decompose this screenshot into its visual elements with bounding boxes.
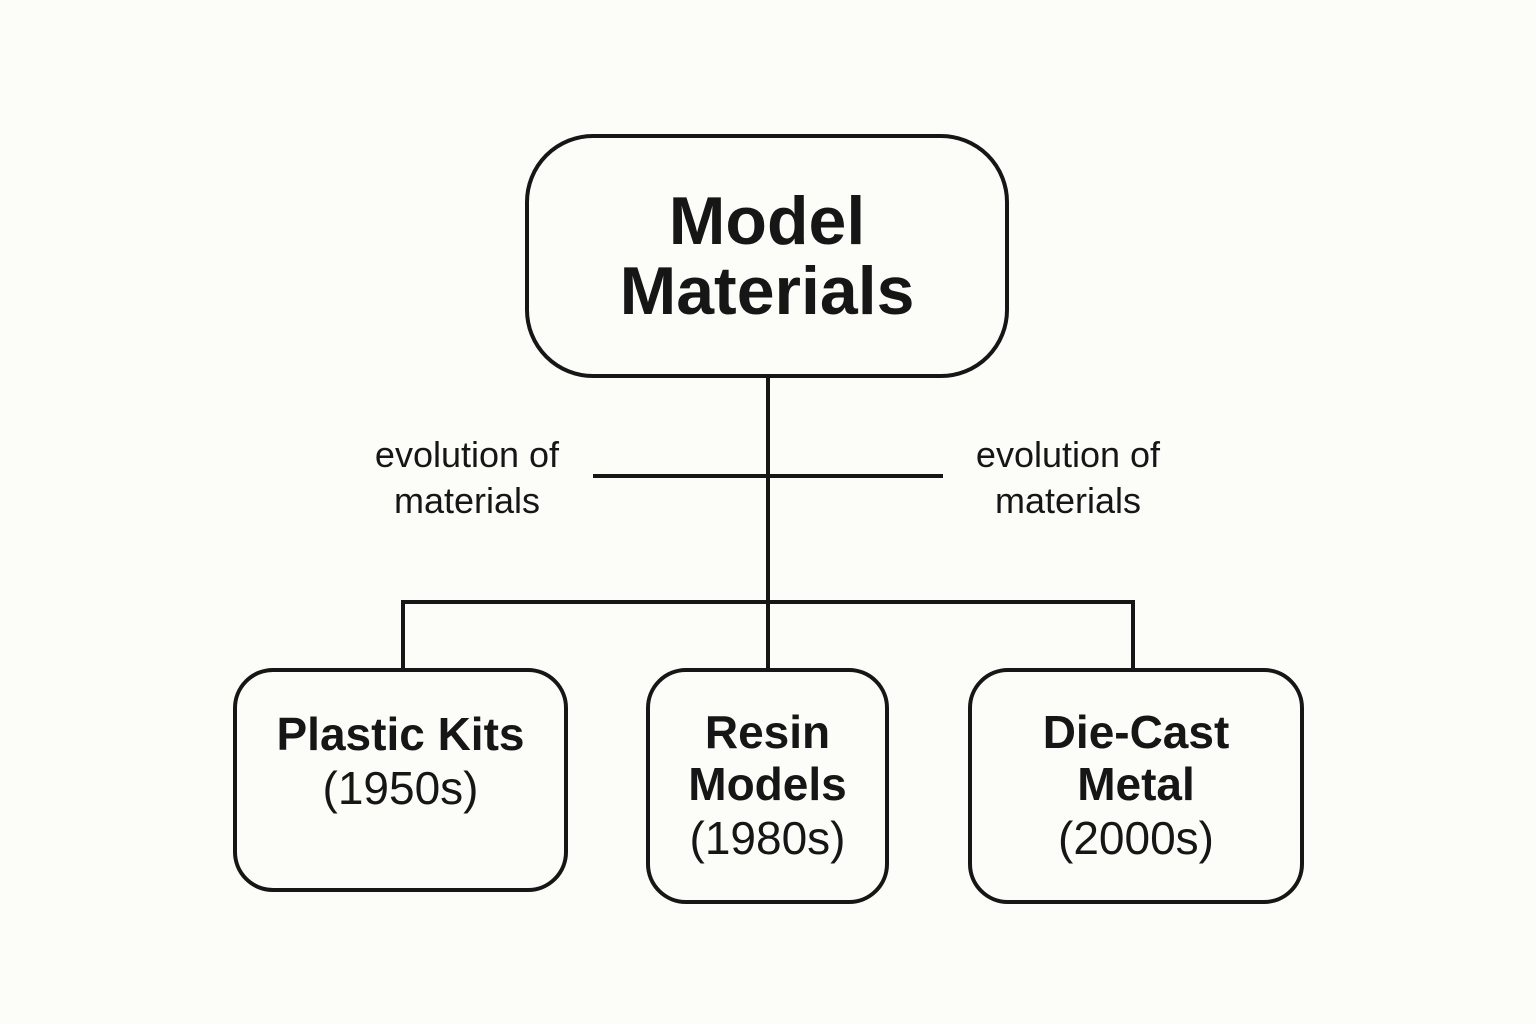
child-period: (1980s) bbox=[689, 812, 846, 864]
child-period: (1950s) bbox=[322, 762, 479, 814]
child-node-die-cast-metal: Die-Cast Metal (2000s) bbox=[968, 668, 1304, 904]
edge-label-right-line-2: materials bbox=[994, 480, 1142, 521]
edge-label-right-line-1: evolution of bbox=[975, 434, 1161, 475]
root-title-line-2: Materials bbox=[619, 253, 915, 329]
edge-label-left: evolution of materials bbox=[337, 432, 597, 524]
child-period: (2000s) bbox=[1058, 812, 1214, 864]
edge-label-left-line-2: materials bbox=[393, 480, 541, 521]
child-name-line-1: Resin bbox=[704, 706, 831, 758]
child-name-line-2: Models bbox=[688, 758, 847, 810]
child-name-line-1: Plastic Kits bbox=[276, 708, 525, 760]
child-name-line-2: Metal bbox=[1077, 758, 1195, 810]
edge-label-left-line-1: evolution of bbox=[374, 434, 560, 475]
edge-label-right: evolution of materials bbox=[938, 432, 1198, 524]
root-node-model-materials: Model Materials bbox=[525, 134, 1009, 378]
root-title-line-1: Model bbox=[668, 183, 866, 259]
child-name-line-1: Die-Cast bbox=[1042, 706, 1230, 758]
child-node-plastic-kits: Plastic Kits (1950s) bbox=[233, 668, 568, 892]
child-node-resin-models: Resin Models (1980s) bbox=[646, 668, 889, 904]
